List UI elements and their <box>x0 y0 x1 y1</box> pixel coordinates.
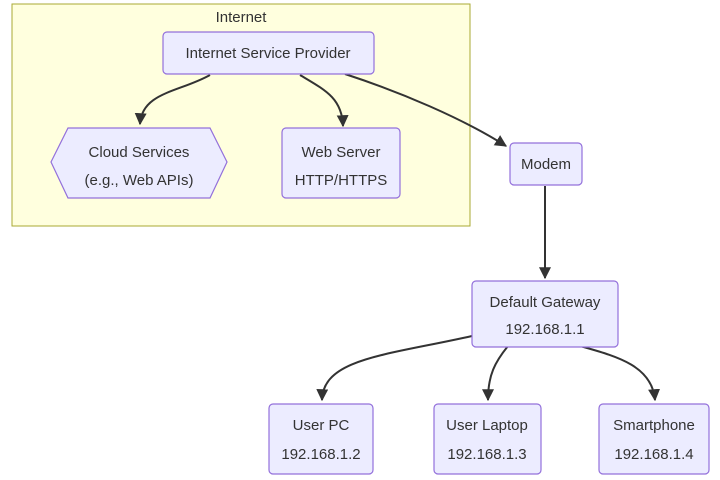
node-smartphone: Smartphone 192.168.1.4 <box>598 403 710 475</box>
web-server-label-line2: HTTP/HTTPS <box>295 172 388 189</box>
cloud-services-label-line1: Cloud Services <box>89 144 190 161</box>
user-pc-label-line2: 192.168.1.2 <box>281 446 360 463</box>
modem-box <box>509 142 583 186</box>
edge-gateway-to-user-pc <box>316 335 473 402</box>
node-user-pc: User PC 192.168.1.2 <box>268 403 374 475</box>
isp-box <box>162 31 375 75</box>
web-server-label-line1: Web Server <box>302 144 381 161</box>
default-gateway-label-line2: 192.168.1.1 <box>505 321 584 338</box>
internet-cluster-title: Internet <box>216 9 268 26</box>
edge-isp-to-modem <box>344 73 508 147</box>
edge-isp-to-web-server <box>299 74 349 128</box>
node-modem: Modem <box>509 142 583 186</box>
web-server-box <box>281 127 401 199</box>
user-pc-box <box>268 403 374 475</box>
edges <box>134 73 661 402</box>
smartphone-box <box>598 403 710 475</box>
node-default-gateway: Default Gateway 192.168.1.1 <box>471 280 619 348</box>
smartphone-label-line1: Smartphone <box>613 417 695 434</box>
node-web-server: Web Server HTTP/HTTPS <box>281 127 401 199</box>
user-pc-label-line1: User PC <box>293 417 350 434</box>
smartphone-label-line2: 192.168.1.4 <box>614 446 693 463</box>
cloud-services-hexagon <box>50 127 228 199</box>
user-laptop-box <box>433 403 542 475</box>
default-gateway-label-line1: Default Gateway <box>490 294 601 311</box>
node-cloud-services: Cloud Services (e.g., Web APIs) <box>50 127 228 199</box>
edge-isp-to-cloud-services <box>134 74 211 126</box>
node-user-laptop: User Laptop 192.168.1.3 <box>433 403 542 475</box>
cloud-services-label-line2: (e.g., Web APIs) <box>85 172 194 189</box>
user-laptop-label-line1: User Laptop <box>446 417 528 434</box>
isp-label: Internet Service Provider <box>185 45 350 62</box>
user-laptop-label-line2: 192.168.1.3 <box>447 446 526 463</box>
edge-gateway-to-user-laptop <box>482 345 509 402</box>
node-internet-service-provider: Internet Service Provider <box>162 31 375 75</box>
default-gateway-box <box>471 280 619 348</box>
modem-label: Modem <box>521 156 571 173</box>
edge-gateway-to-smartphone <box>579 345 661 402</box>
